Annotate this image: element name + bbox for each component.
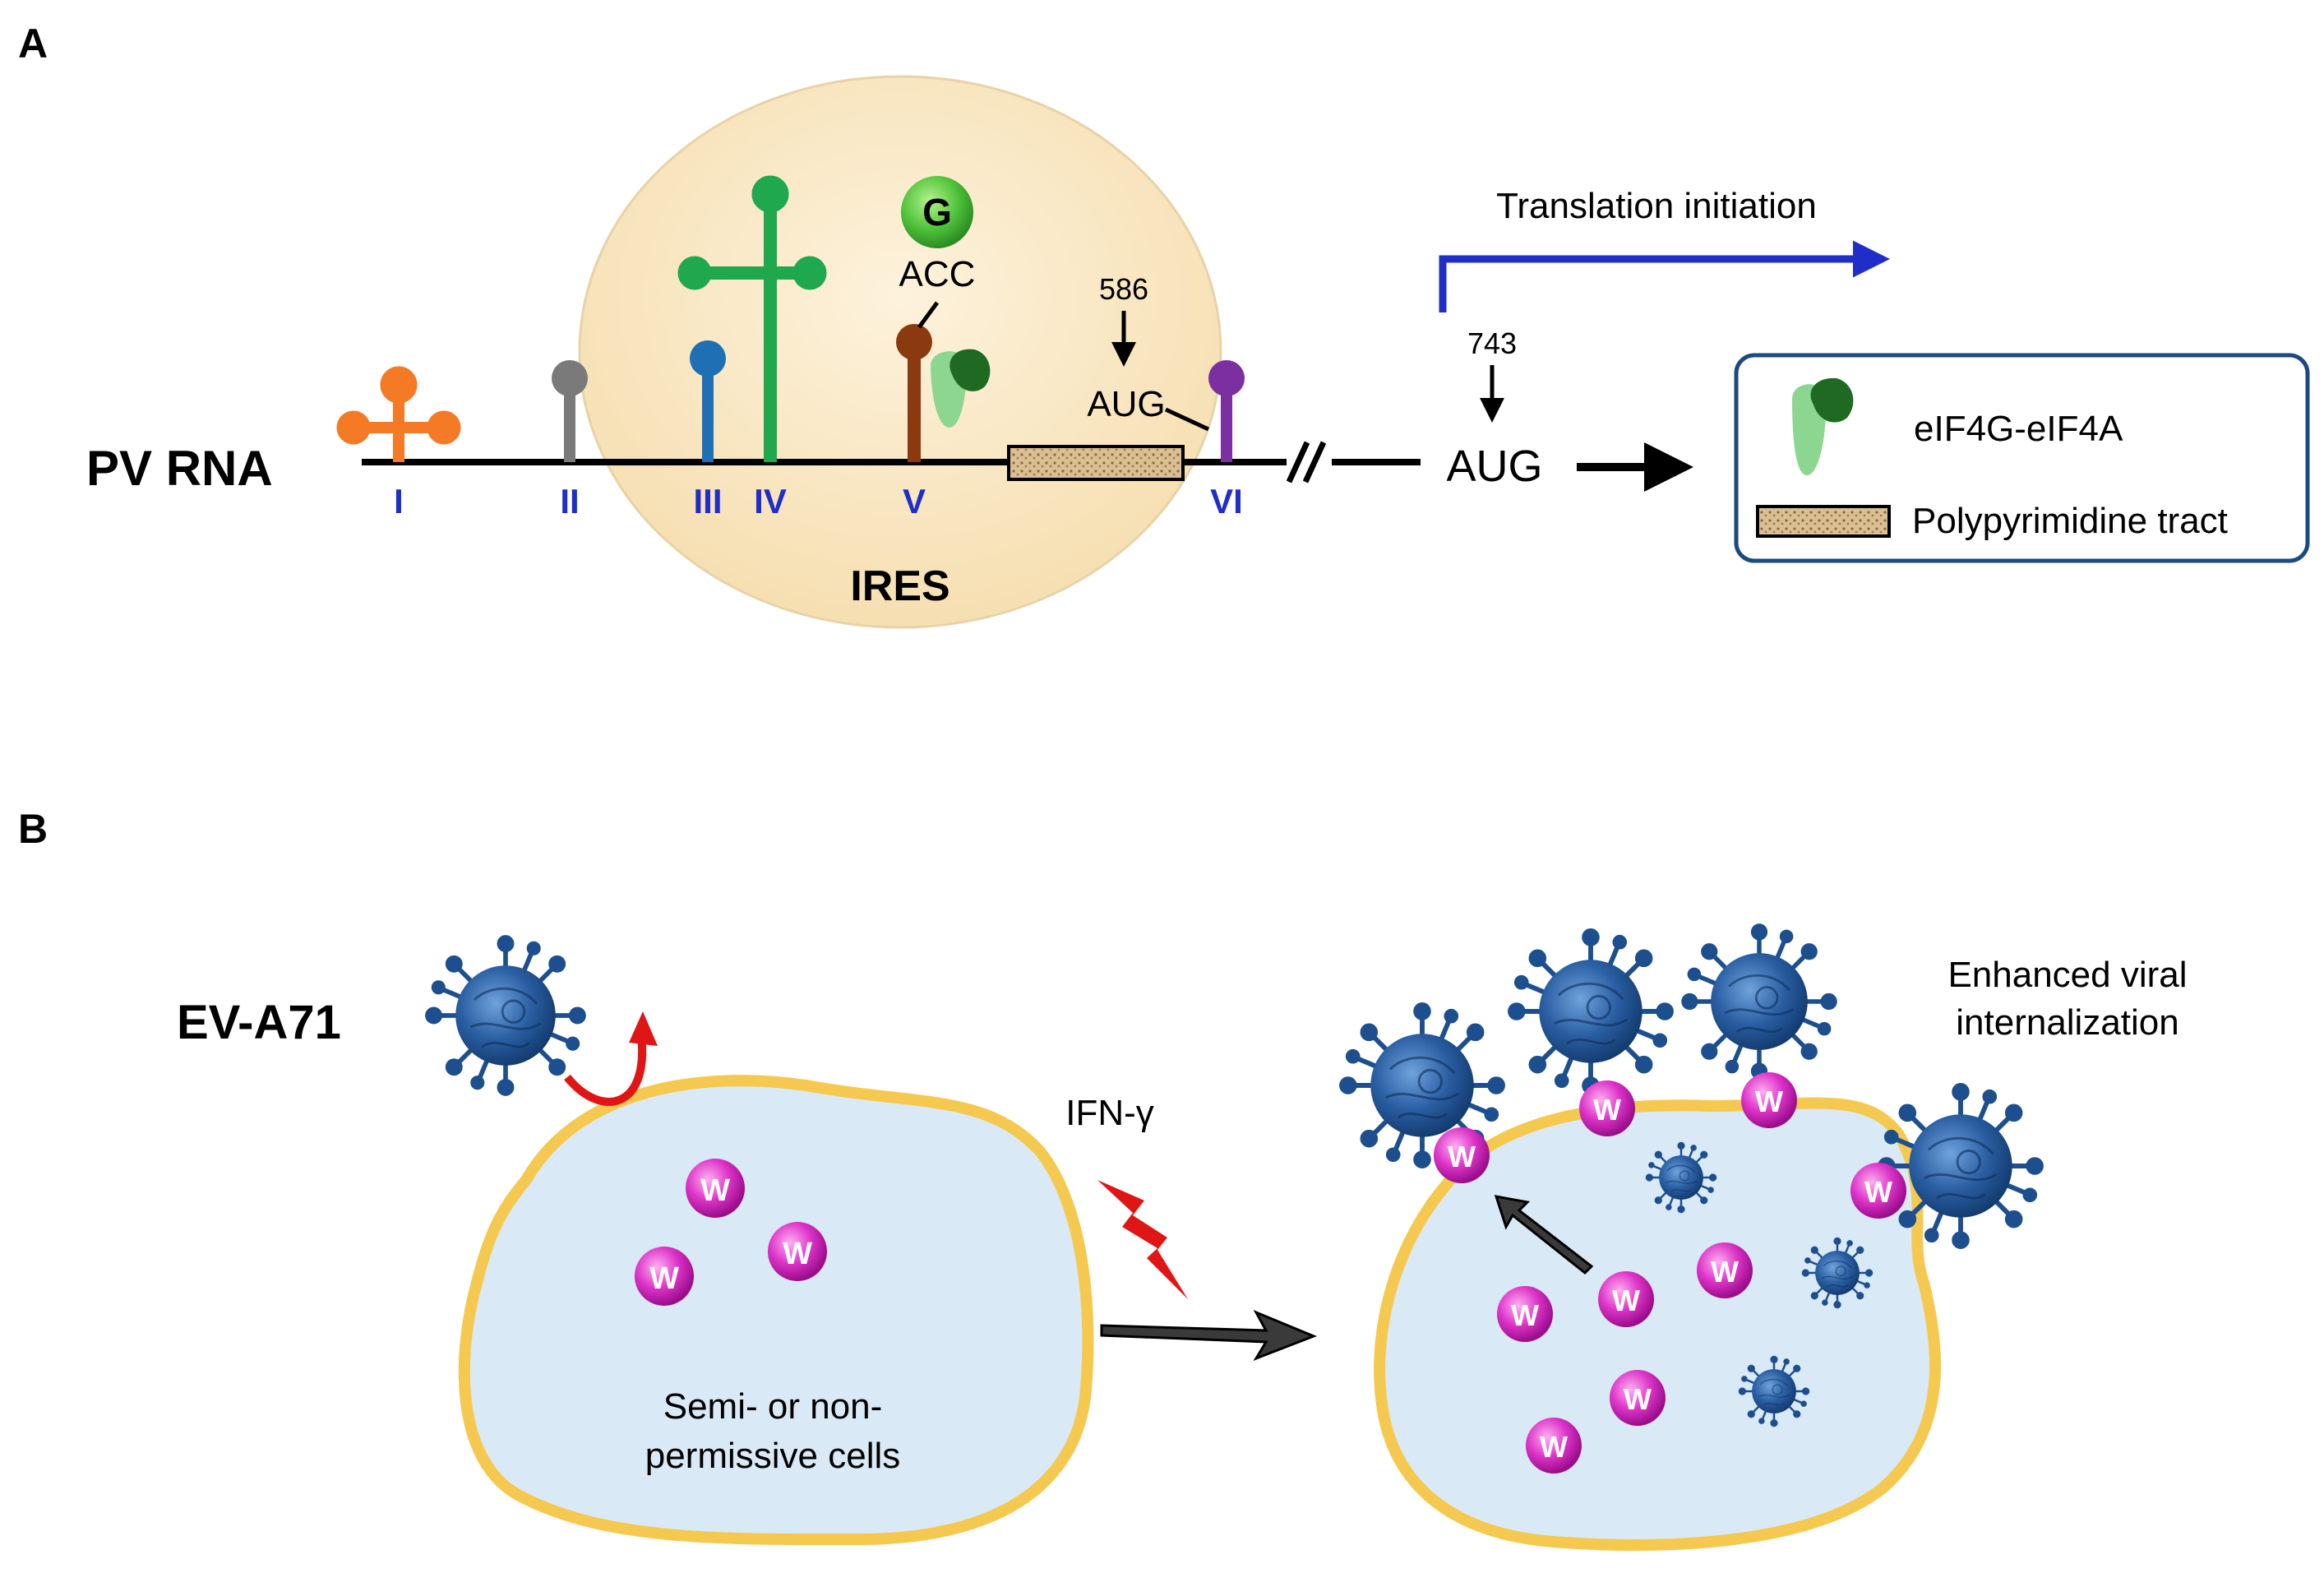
svg-text:W: W	[1624, 1382, 1652, 1416]
virus-label: EV-A71	[177, 996, 341, 1049]
left-cell-label-line1: Semi- or non-	[663, 1386, 883, 1427]
receptor-w-membrane: W	[1741, 1072, 1797, 1128]
receptor-w: W	[1598, 1271, 1654, 1327]
virus-left	[427, 937, 584, 1094]
svg-text:W: W	[700, 1173, 730, 1208]
stem-loop-vi	[1208, 360, 1245, 462]
svg-text:W: W	[1448, 1140, 1476, 1173]
right-cell-interior-receptors: W W W W W	[1497, 1242, 1753, 1474]
stem-label-iv: IV	[754, 482, 787, 521]
stem-loop-v	[896, 301, 940, 462]
stem-loop-iii	[690, 340, 726, 462]
receptor-w: W	[768, 1222, 827, 1281]
svg-text:W: W	[783, 1237, 812, 1271]
virus-internalized	[1738, 1355, 1810, 1427]
rna-label: PV RNA	[86, 441, 273, 496]
right-cell-receptors: W W W W	[1434, 1072, 1906, 1219]
acc-label: ACC	[899, 254, 976, 294]
treatment-arrow	[1100, 1309, 1318, 1361]
virus-bound	[1880, 1085, 2041, 1247]
g-label: G	[922, 191, 952, 234]
ires-label: IRES	[850, 562, 949, 610]
stem-label-v: V	[903, 482, 926, 521]
svg-text:W: W	[1540, 1430, 1568, 1464]
aug-586-pointer	[1164, 407, 1210, 432]
polypyrimidine-tract	[1007, 445, 1185, 481]
g-nucleotide-ball	[901, 176, 973, 248]
outcome-label-line2: internalization	[1956, 1002, 2179, 1043]
svg-text:W: W	[1593, 1093, 1621, 1127]
aug-586-label: AUG	[1087, 384, 1165, 424]
ifn-gamma-label: IFN-γ	[1065, 1093, 1154, 1133]
virus-bound	[1510, 931, 1671, 1092]
left-cell-label-line2: permissive cells	[645, 1436, 901, 1476]
bounce-arrow-head	[629, 1011, 658, 1046]
stem-label-ii: II	[560, 482, 579, 521]
receptor-w-membrane: W	[1850, 1163, 1906, 1219]
virus-internalized	[1801, 1237, 1874, 1309]
stem-loop-i	[336, 366, 461, 462]
legend-polypyrimidine-label: Polypyrimidine tract	[1912, 501, 2228, 541]
internalization-arrow	[1494, 1195, 1594, 1275]
legend-polypyrimidine-icon	[1756, 505, 1891, 538]
position-586: 586	[1099, 272, 1148, 306]
left-cell	[458, 1075, 1094, 1546]
svg-text:W: W	[1612, 1284, 1640, 1317]
virus-bound	[1684, 926, 1835, 1077]
svg-text:W: W	[1755, 1085, 1783, 1118]
ifn-gamma-lightning	[1097, 1180, 1188, 1299]
receptor-w: W	[1526, 1418, 1582, 1474]
svg-text:W: W	[1511, 1298, 1539, 1332]
stem-loop-iv	[677, 175, 827, 462]
receptor-w: W	[1697, 1242, 1753, 1298]
receptor-w-membrane: W	[1579, 1080, 1635, 1136]
bounce-arrow	[564, 1035, 647, 1106]
stem-loop-ii	[552, 360, 588, 462]
translation-initiation-arrow	[1439, 240, 1890, 312]
stem-label-iii: III	[693, 482, 722, 521]
outcome-label-line1: Enhanced viral	[1947, 955, 2187, 995]
legend-eif4g-eif4a-label: eIF4G-eIF4A	[1914, 409, 2123, 449]
receptor-w: W	[1610, 1370, 1666, 1426]
receptor-w: W	[635, 1247, 694, 1306]
receptor-w: W	[1497, 1286, 1553, 1342]
receptor-w: W	[686, 1159, 745, 1218]
legend-eif4g-eif4a-icon	[1792, 377, 1854, 475]
rna-break-mark	[1286, 441, 1327, 484]
virus-internalized	[1645, 1141, 1717, 1214]
left-cell-receptors: W W W	[635, 1159, 827, 1306]
stem-label-i: I	[394, 482, 404, 521]
panel-b-letter: B	[18, 806, 48, 852]
translation-initiation-label: Translation initiation	[1496, 186, 1817, 226]
position-743: 743	[1467, 326, 1517, 360]
panel-a-letter: A	[18, 21, 48, 67]
eif4g-eif4a-complex	[931, 349, 991, 428]
svg-text:W: W	[1711, 1255, 1739, 1289]
svg-text:W: W	[649, 1261, 679, 1296]
stem-label-vi: VI	[1210, 482, 1243, 521]
receptor-w-membrane: W	[1434, 1127, 1490, 1183]
aug-743-label: AUG	[1446, 442, 1542, 491]
svg-text:W: W	[1864, 1175, 1892, 1209]
